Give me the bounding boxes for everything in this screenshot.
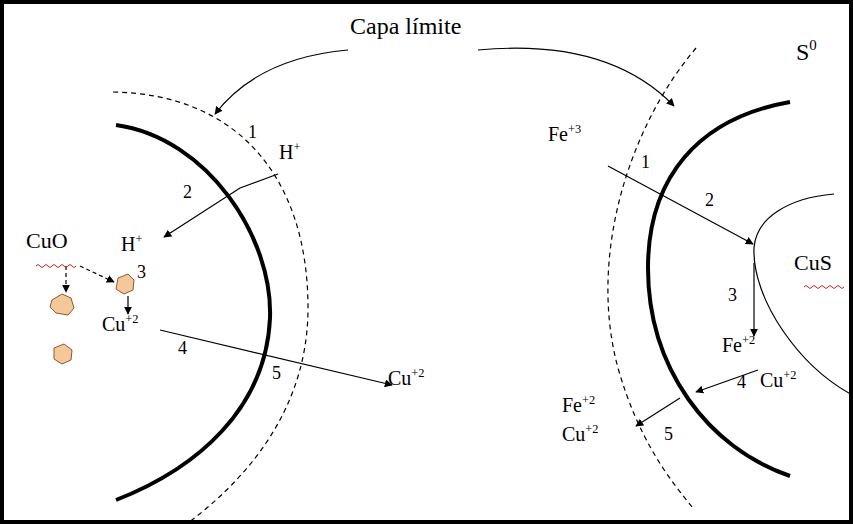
chemical-species: Cu+2 [388, 366, 425, 390]
charge-superscript: 0 [809, 37, 816, 53]
chemical-species: H+ [121, 232, 142, 256]
step-number: 2 [705, 190, 714, 212]
step-number: 5 [272, 363, 281, 385]
diffusion-arrow [636, 398, 680, 426]
chemical-species: Fe+3 [548, 122, 581, 146]
cuo-grain [50, 294, 74, 315]
charge-superscript: + [135, 232, 142, 246]
chemical-species: CuO [26, 228, 68, 254]
chemical-species: Cu+2 [760, 368, 797, 392]
boundary-layer-label: Capa límite [350, 12, 461, 41]
charge-superscript: +2 [585, 422, 598, 436]
cuo-grain [116, 274, 134, 294]
step-number: 1 [248, 122, 257, 144]
chemical-species: Fe+2 [562, 393, 595, 417]
particle-surface [116, 125, 270, 500]
diffusion-arrow [608, 166, 753, 244]
diffusion-arrow [160, 330, 392, 385]
step-number: 2 [183, 182, 192, 204]
chemical-species: H+ [279, 140, 300, 164]
chemical-species: Cu+2 [102, 312, 139, 336]
reaction-arrow [753, 263, 754, 336]
chemical-species: Cu+2 [562, 422, 599, 446]
charge-superscript: +2 [125, 312, 138, 326]
charge-superscript: +3 [568, 122, 581, 136]
step-number: 4 [178, 338, 187, 360]
charge-superscript: +2 [783, 368, 796, 382]
dissolution-arrow [80, 266, 114, 282]
step-number: 3 [137, 262, 146, 284]
spell-underline [804, 286, 844, 289]
charge-superscript: +2 [582, 393, 595, 407]
boundary-layer-dashed [113, 92, 308, 523]
step-number: 5 [664, 424, 673, 446]
chemical-species: Fe+2 [722, 333, 755, 357]
boundary-layer-dashed [608, 48, 696, 508]
illustration [4, 4, 853, 524]
spell-underline [36, 265, 76, 268]
step-number: 1 [641, 152, 650, 174]
step-number: 3 [728, 285, 737, 307]
chemical-species: CuS [794, 250, 832, 276]
diffusion-arrow [696, 370, 758, 392]
reaction-arrow [127, 296, 128, 314]
chemical-species: S0 [796, 38, 817, 67]
step-number: 4 [737, 372, 746, 394]
pointer-arrow [215, 50, 348, 114]
cus-core-surface [754, 194, 853, 398]
charge-superscript: +2 [411, 366, 424, 380]
sulfur-layer-surface [648, 102, 790, 476]
charge-superscript: +2 [742, 333, 755, 347]
dissolution-arrow [65, 266, 66, 292]
cuo-grain [54, 344, 72, 364]
pointer-arrow [478, 48, 674, 106]
diffusion-arrow [164, 174, 278, 237]
charge-superscript: + [293, 140, 300, 154]
